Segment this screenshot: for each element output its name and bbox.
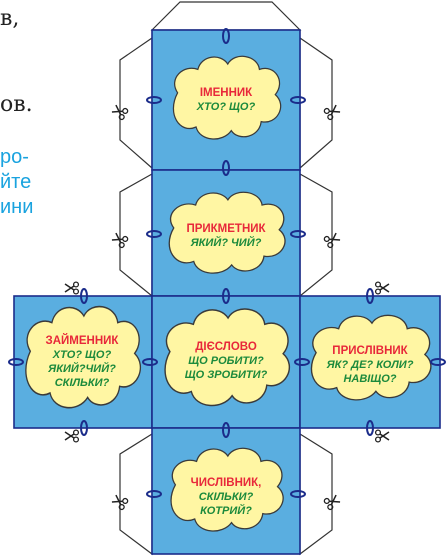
cell-center-q1: ЩО РОБИТИ? — [188, 355, 264, 367]
cell-bottom-q2: КОТРИЙ? — [200, 504, 252, 517]
cell-right-title: ПРИСЛІВНИК — [332, 345, 408, 357]
text-fragment-line1: в, — [0, 6, 20, 31]
cell-left-q2: ЯКИЙ?ЧИЙ? — [47, 362, 116, 375]
cell-bottom-title: ЧИСЛІВНИК, — [191, 477, 262, 489]
cell-left-q3: СКІЛЬКИ? — [55, 377, 110, 389]
cell-bottom: ЧИСЛІВНИК, СКІЛЬКИ? КОТРИЙ? — [191, 477, 262, 517]
cell-upper-title: ПРИКМЕТНИК — [186, 223, 266, 235]
cell-right-q2: НАВІЩО? — [343, 373, 396, 385]
cell-left-q1: ХТО? ЩО? — [52, 349, 112, 361]
cell-left-title: ЗАЙМЕННИК — [46, 334, 120, 347]
note-fragment-3: ини — [0, 196, 34, 218]
cell-top-title: ІМЕННИК — [200, 87, 253, 99]
note-fragment-2: йте — [0, 171, 32, 193]
cell-right: ПРИСЛІВНИК ЯК? ДЕ? КОЛИ? НАВІЩО? — [326, 345, 414, 385]
cell-upper-q1: ЯКИЙ? ЧИЙ? — [190, 236, 262, 249]
cell-top: ІМЕННИК ХТО? ЩО? — [196, 87, 256, 113]
cell-top-q1: ХТО? ЩО? — [196, 101, 256, 113]
cell-left: ЗАЙМЕННИК ХТО? ЩО? ЯКИЙ?ЧИЙ? СКІЛЬКИ? — [46, 334, 120, 389]
cell-bottom-q1: СКІЛЬКИ? — [199, 491, 254, 503]
cell-center-q2: ЩО ЗРОБИТИ? — [185, 369, 268, 381]
text-fragment-line2: ов. — [0, 92, 33, 117]
cell-center: ДІЄСЛОВО ЩО РОБИТИ? ЩО ЗРОБИТИ? — [185, 341, 268, 381]
cell-right-q1: ЯК? ДЕ? КОЛИ? — [326, 359, 414, 371]
cell-upper: ПРИКМЕТНИК ЯКИЙ? ЧИЙ? — [186, 223, 266, 249]
note-fragment-1: ро- — [0, 146, 29, 168]
cell-center-title: ДІЄСЛОВО — [195, 341, 257, 353]
